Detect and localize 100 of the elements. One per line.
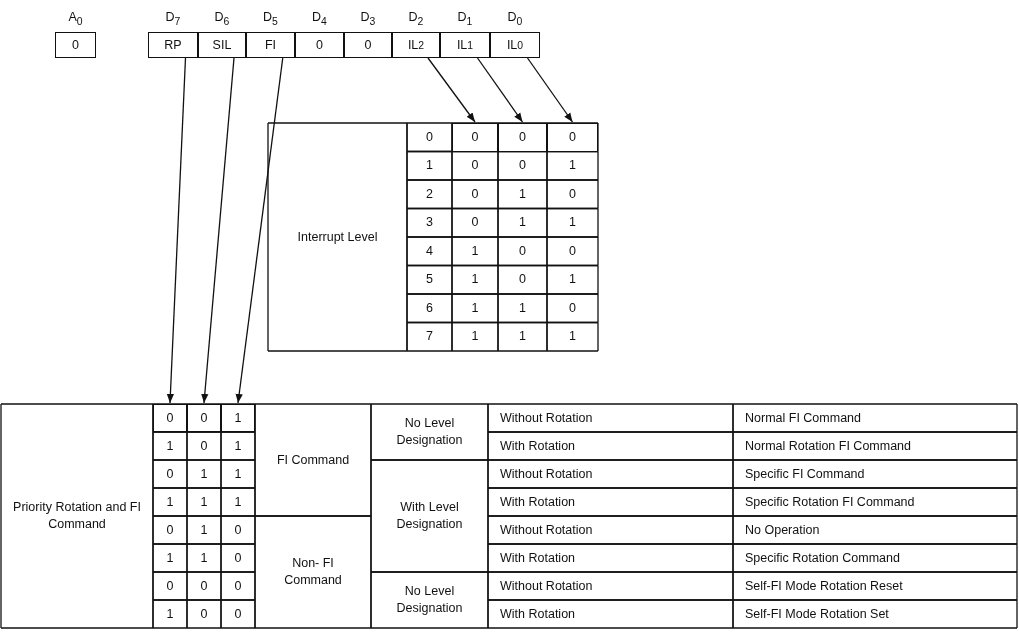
arrow (526, 57, 574, 123)
command-name: Self-FI Mode Rotation Reset (745, 577, 903, 595)
level-number: 1 (426, 157, 433, 175)
rotation-mode: With Rotation (500, 605, 576, 623)
bit-value: 1 (471, 299, 479, 317)
designation-type: With Level Designation (395, 499, 464, 533)
command-name: Self-FI Mode Rotation Set (745, 605, 889, 623)
command-type: FI Command (276, 451, 350, 469)
level-number: 7 (426, 328, 433, 346)
bit-value: 0 (569, 185, 576, 203)
bit-value: 0 (234, 605, 242, 623)
designation-type: No Level Designation (395, 583, 464, 617)
code-bit-cell: 0 (187, 404, 221, 432)
bit-label: D$_{5}$ (263, 10, 278, 24)
arrow (166, 57, 187, 404)
bit-value: 1 (519, 185, 526, 203)
designation-type: No Level Designation (395, 415, 464, 449)
bit-value: 0 (471, 214, 479, 232)
command-name: Normal Rotation FI Command (745, 437, 912, 455)
bit-value: 1 (200, 521, 208, 539)
bit-value: 0 (166, 521, 174, 539)
register-bit-box: 0 (344, 32, 392, 58)
bit-value: 1 (166, 549, 174, 567)
bit-value: 1 (471, 242, 479, 260)
bit-value: 1 (519, 328, 526, 346)
bit-value: 1 (166, 605, 174, 623)
bit-value: 0 (569, 242, 576, 260)
level-number: 6 (426, 299, 433, 317)
command-type: Non- FI Command (283, 555, 343, 589)
bit-value: 0 (166, 465, 174, 483)
command-name: Specific Rotation FI Command (745, 493, 915, 511)
row-heading: Priority Rotation and FI Command (12, 499, 142, 533)
bit-value: 0 (200, 605, 208, 623)
code-bit-cell: 1 (221, 404, 255, 432)
bit-value: 0 (519, 242, 526, 260)
bit-label: A$_{0}$ (68, 10, 83, 24)
bit-value: 0 (471, 157, 479, 175)
bit-value: 1 (471, 271, 479, 289)
rotation-mode: With Rotation (500, 549, 576, 567)
arrow (201, 57, 235, 404)
level-number: 3 (426, 214, 433, 232)
command-name: Specific Rotation Command (745, 549, 900, 567)
bit-value: 1 (234, 493, 242, 511)
bit-value: 1 (200, 493, 208, 511)
bit-value: 0 (200, 437, 208, 455)
bit-value: 1 (569, 214, 576, 232)
bit-value: 1 (519, 214, 526, 232)
rotation-mode: Without Rotation (500, 521, 593, 539)
bit-label: D$_{2}$ (408, 10, 424, 24)
level-number: 2 (426, 185, 433, 203)
bit-label: D$_{7}$ (165, 10, 181, 24)
bit-value: 0 (234, 577, 242, 595)
bit-value: 0 (519, 157, 526, 175)
rotation-mode: Without Rotation (500, 409, 593, 427)
bit-value: 0 (234, 549, 242, 567)
bit-label: D$_{4}$ (312, 10, 327, 24)
bit-label: D$_{0}$ (507, 10, 523, 24)
arrow (235, 57, 284, 404)
bit-value: 1 (569, 271, 576, 289)
register-bit-box: 0 (55, 32, 96, 58)
bit-value: 1 (569, 328, 576, 346)
code-bit-cell: 0 (547, 123, 598, 152)
command-name: No Operation (745, 521, 820, 539)
bit-value: 1 (234, 437, 242, 455)
bit-value: 1 (166, 437, 174, 455)
bit-value: 0 (471, 185, 479, 203)
bit-label: D$_{3}$ (360, 10, 376, 24)
bit-value: 0 (569, 299, 576, 317)
level-number: 5 (426, 271, 433, 289)
arrow (427, 57, 476, 123)
code-bit-cell: 0 (452, 123, 498, 152)
bit-value: 0 (519, 271, 526, 289)
arrow (476, 57, 524, 123)
bit-value: 0 (200, 577, 208, 595)
command-name: Specific FI Command (745, 465, 865, 483)
level-number: 0 (426, 128, 433, 146)
code-bit-cell: 0 (153, 404, 187, 432)
bit-label: D$_{1}$ (457, 10, 473, 24)
bit-value: 0 (166, 577, 174, 595)
bit-value: 1 (166, 493, 174, 511)
bit-value: 1 (200, 549, 208, 567)
register-bit-box: FI (246, 32, 295, 58)
level-number: 4 (426, 242, 433, 260)
register-bit-box: SIL (198, 32, 246, 58)
bit-value: 1 (234, 465, 242, 483)
register-bit-box: 0 (295, 32, 344, 58)
bit-value: 1 (519, 299, 526, 317)
bit-label: D$_{6}$ (214, 10, 230, 24)
rotation-mode: Without Rotation (500, 577, 593, 595)
bit-value: 1 (200, 465, 208, 483)
register-bit-box: RP (148, 32, 198, 58)
bit-value: 0 (234, 521, 242, 539)
bit-value: 1 (471, 328, 479, 346)
command-name: Normal FI Command (745, 409, 861, 427)
rotation-mode: With Rotation (500, 437, 576, 455)
row-heading: Interrupt Level (297, 228, 378, 246)
rotation-mode: With Rotation (500, 493, 576, 511)
bit-value: 1 (569, 157, 576, 175)
rotation-mode: Without Rotation (500, 465, 593, 483)
code-bit-cell: 0 (498, 123, 547, 152)
